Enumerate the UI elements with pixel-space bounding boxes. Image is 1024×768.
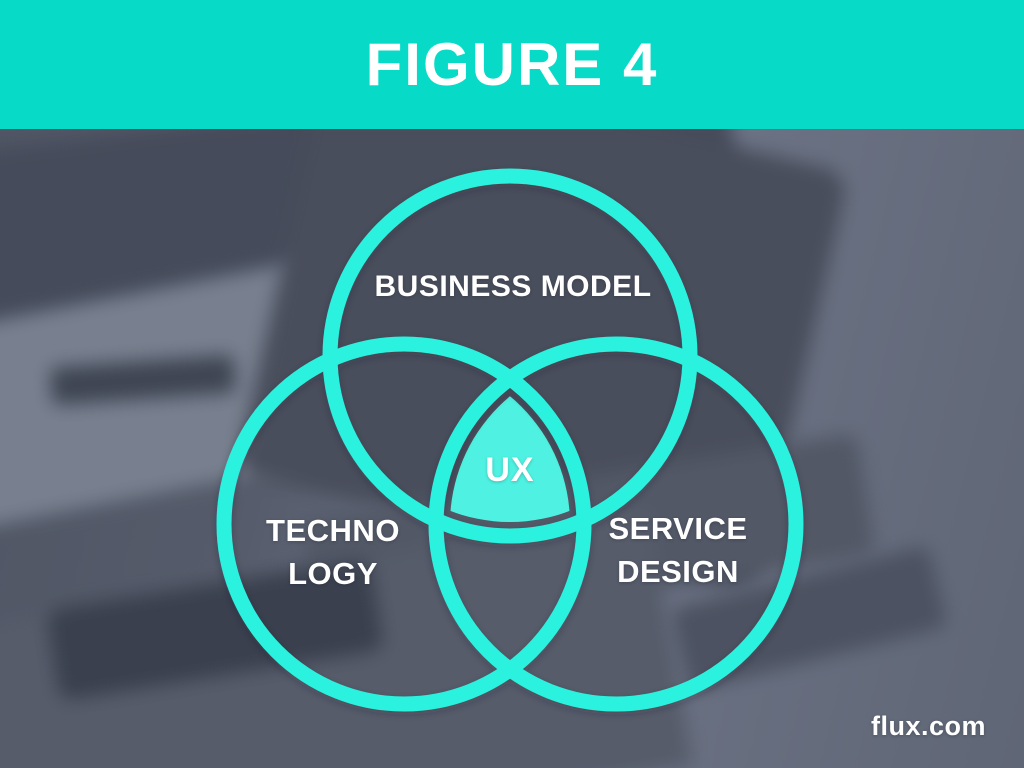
label-ux-intersection: UX: [485, 451, 535, 489]
figure-title: FIGURE 4: [365, 31, 659, 98]
label-service-design-line1: SERVICE: [608, 511, 748, 546]
circle-technology: [216, 336, 592, 712]
label-service-design-line2: DESIGN: [617, 554, 739, 589]
label-business-model-line1: BUSINESS MODEL: [374, 270, 652, 303]
label-technology-line1: TECHNO: [266, 513, 400, 548]
label-technology: TECHNO LOGY: [233, 509, 433, 595]
label-service-design: SERVICE DESIGN: [578, 507, 778, 593]
label-technology-line2: LOGY: [288, 556, 378, 591]
header-band: FIGURE 4: [0, 0, 1024, 129]
circle-service-design: [428, 336, 804, 712]
label-business-model: BUSINESS MODEL: [343, 270, 683, 304]
watermark-flux: flux.com: [870, 711, 986, 741]
